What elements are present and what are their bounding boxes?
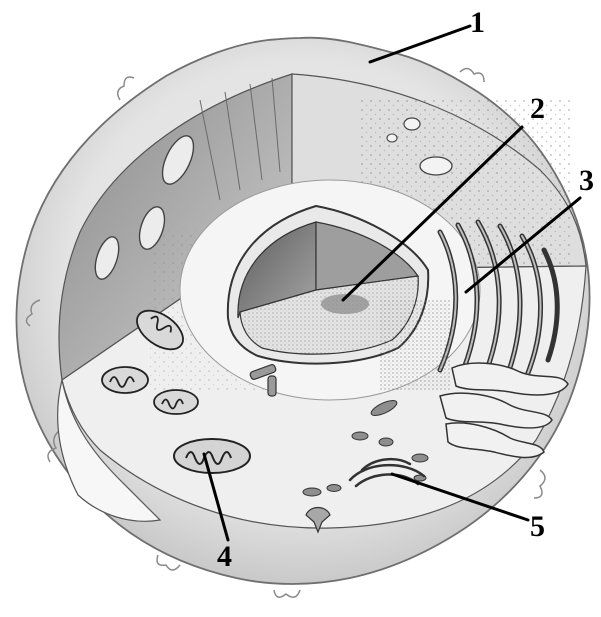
callout-label-1: 1 [470,6,485,39]
mitochondrion [102,367,148,393]
vesicle [387,134,397,142]
rough-er-dots [380,300,450,390]
vesicle [420,157,452,175]
vesicle [404,118,420,130]
callout-line-1 [370,26,470,62]
callout-label-5: 5 [530,510,545,543]
mitochondrion [154,390,198,414]
callout-label-4: 4 [217,540,232,573]
callout-label-2: 2 [530,92,545,125]
mitochondrion [174,439,250,473]
callout-label-3: 3 [579,164,594,197]
